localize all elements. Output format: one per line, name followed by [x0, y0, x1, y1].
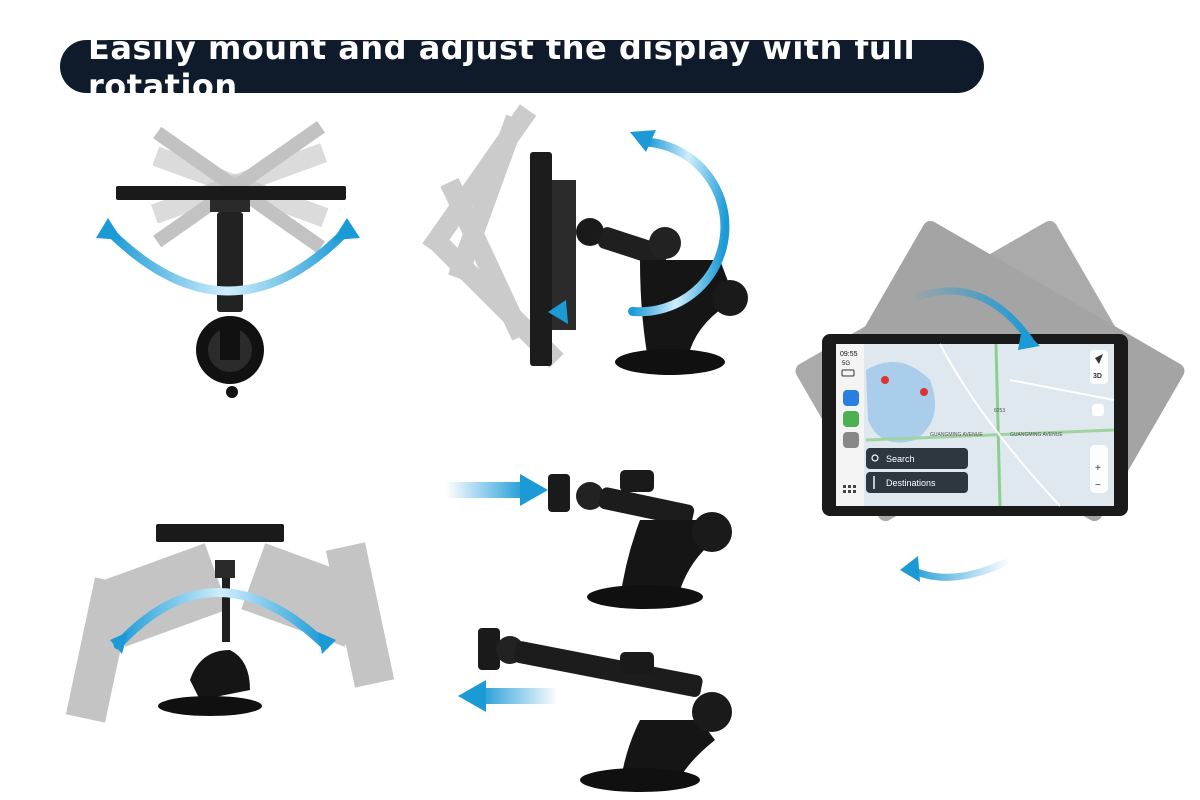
- road-label: GUANGMING AVENUE: [1010, 432, 1063, 438]
- rotation-arc-tilt: [113, 588, 330, 650]
- suction-cup: [580, 768, 700, 792]
- arrow-down-icon: [1018, 328, 1040, 350]
- settings-app-icon: [843, 432, 859, 448]
- rotation-arc-bottom: [904, 556, 1014, 581]
- suction-cup: [158, 696, 262, 716]
- mount-extended: [458, 628, 732, 792]
- arrow-right-icon: [520, 474, 548, 506]
- side-view-tilt: [422, 104, 748, 375]
- search-icon: [871, 454, 879, 462]
- battery-icon: [841, 369, 855, 377]
- top-view-rotation: [96, 121, 360, 398]
- arrow-up-icon: [630, 130, 656, 152]
- arrow-left-icon: [110, 632, 128, 654]
- chat-icon[interactable]: [1092, 404, 1104, 416]
- arrow-left-icon: [96, 218, 122, 240]
- no-entry-icon: [920, 388, 928, 396]
- suction-cup: [615, 349, 725, 375]
- front-view-tilt: [65, 524, 395, 723]
- display-side-edge: [530, 152, 552, 366]
- arrow-left-icon: [458, 680, 486, 712]
- suction-cup: [587, 585, 703, 609]
- destinations-button[interactable]: [866, 472, 968, 493]
- mount-retracted: [446, 470, 732, 609]
- mount-plate: [548, 474, 570, 512]
- road-code: 8253: [994, 408, 1005, 414]
- zoom-in-button[interactable]: +: [1095, 463, 1101, 474]
- front-view-rotation: 09:55 5G GUANGMING AVENUE GUANGMING AVEN…: [795, 221, 1185, 582]
- headline-banner: Easily mount and adjust the display with…: [60, 29, 984, 105]
- status-time: 09:55: [840, 351, 858, 358]
- maps-app-icon: [843, 390, 859, 406]
- mount-plate: [478, 628, 500, 670]
- road-label: GUANGMING AVENUE: [930, 432, 983, 438]
- arrow-left-icon: [548, 300, 568, 324]
- rotation-arc-horizontal: [105, 227, 350, 296]
- arrow-push-body: [446, 482, 526, 498]
- rotation-arc-top: [906, 287, 1034, 344]
- status-network: 5G: [842, 361, 850, 367]
- display-top-edge: [116, 186, 346, 200]
- destinations-label: Destinations: [886, 478, 936, 488]
- display-top-edge: [156, 524, 284, 542]
- arrow-pull-body: [478, 688, 558, 704]
- location-arrow-icon[interactable]: [1095, 354, 1103, 364]
- messages-app-icon: [843, 411, 859, 427]
- search-label: Search: [886, 454, 915, 464]
- rotation-arc-vertical: [628, 137, 730, 317]
- headline-text: Easily mount and adjust the display with…: [88, 28, 916, 105]
- arrow-right-icon: [333, 218, 360, 240]
- no-entry-icon: [881, 376, 889, 384]
- zoom-out-button[interactable]: −: [1095, 480, 1101, 491]
- arrow-left-icon: [900, 556, 920, 582]
- arrow-right-icon: [318, 632, 336, 654]
- map-3d-button[interactable]: 3D: [1093, 373, 1102, 380]
- app-grid-icon: [843, 485, 856, 493]
- search-field[interactable]: [866, 448, 968, 469]
